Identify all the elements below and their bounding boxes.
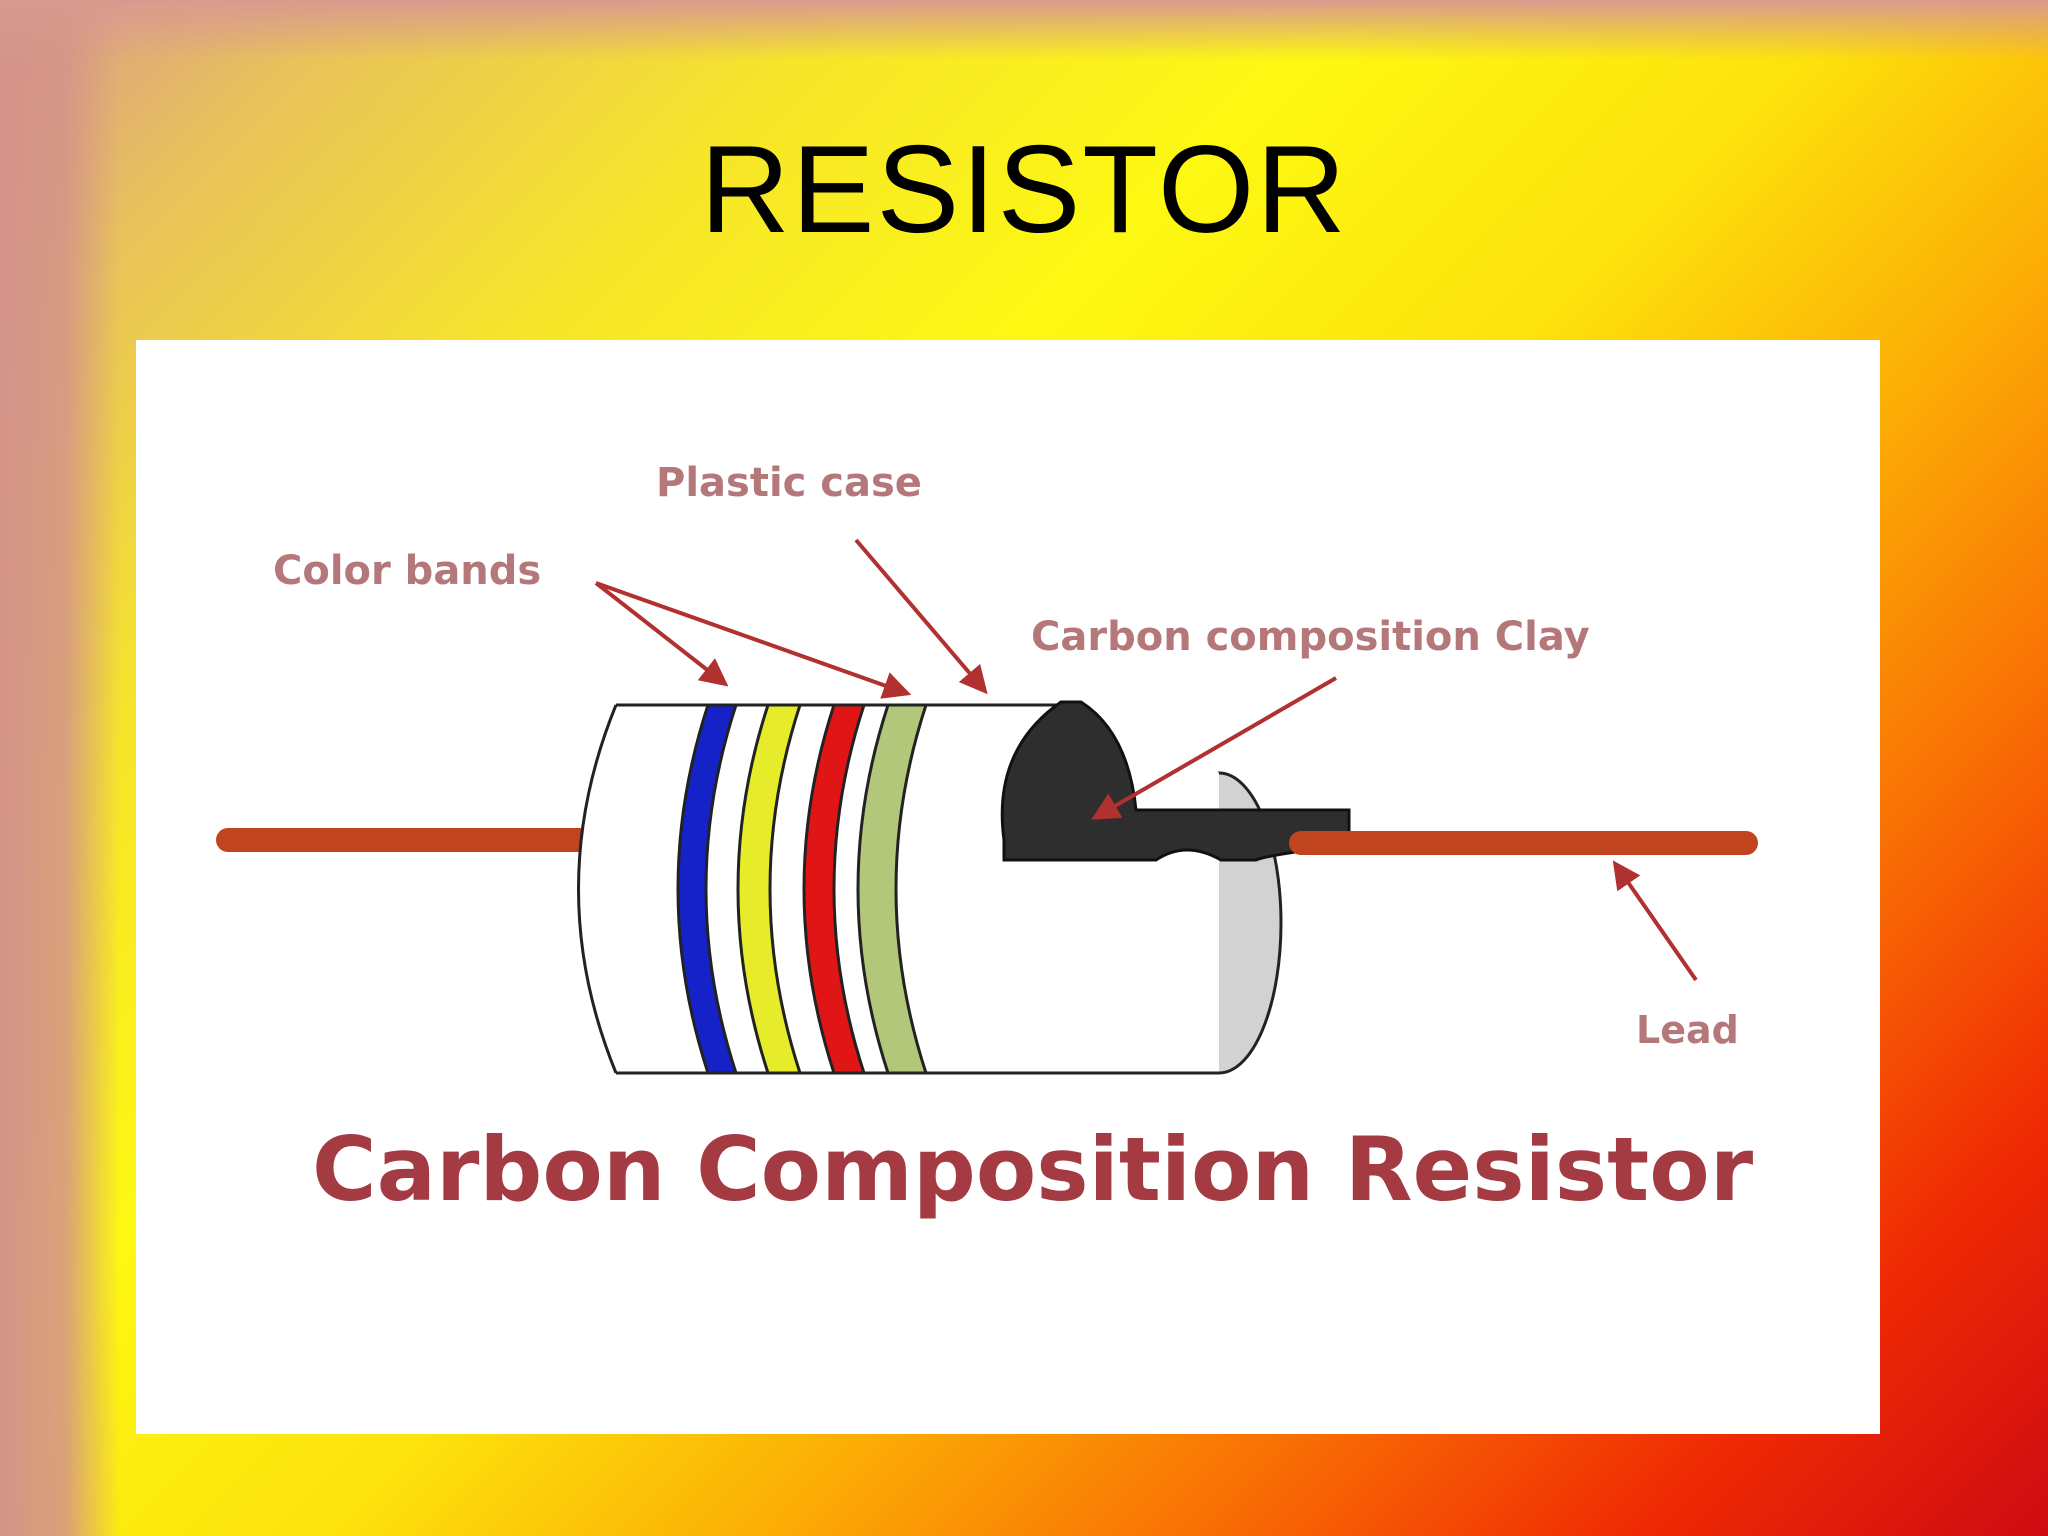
band-4 bbox=[856, 703, 929, 1075]
slide-title: RESISTOR bbox=[700, 121, 1348, 259]
label-lead: Lead bbox=[1636, 1008, 1739, 1052]
arrow-carbon-clay bbox=[1091, 676, 1338, 820]
label-carbon-clay: Carbon composition Clay bbox=[1031, 614, 1590, 660]
carbon-clay bbox=[1000, 700, 1351, 862]
resistor-diagram-svg: Plastic case Color bands Carbon composit… bbox=[216, 460, 1758, 1221]
band-2 bbox=[736, 703, 803, 1075]
arrow-lead bbox=[1612, 860, 1698, 982]
arrow-color-band-2 bbox=[595, 581, 912, 699]
label-color-bands: Color bands bbox=[273, 548, 541, 594]
resistor-diagram: Plastic case Color bands Carbon composit… bbox=[136, 340, 1880, 1434]
label-plastic-case: Plastic case bbox=[656, 460, 922, 506]
arrow-plastic-case bbox=[854, 538, 988, 695]
band-3 bbox=[802, 703, 867, 1075]
arrow-color-band-1 bbox=[594, 581, 729, 687]
band-1 bbox=[676, 703, 739, 1075]
diagram-caption: Carbon Composition Resistor bbox=[312, 1118, 1754, 1221]
